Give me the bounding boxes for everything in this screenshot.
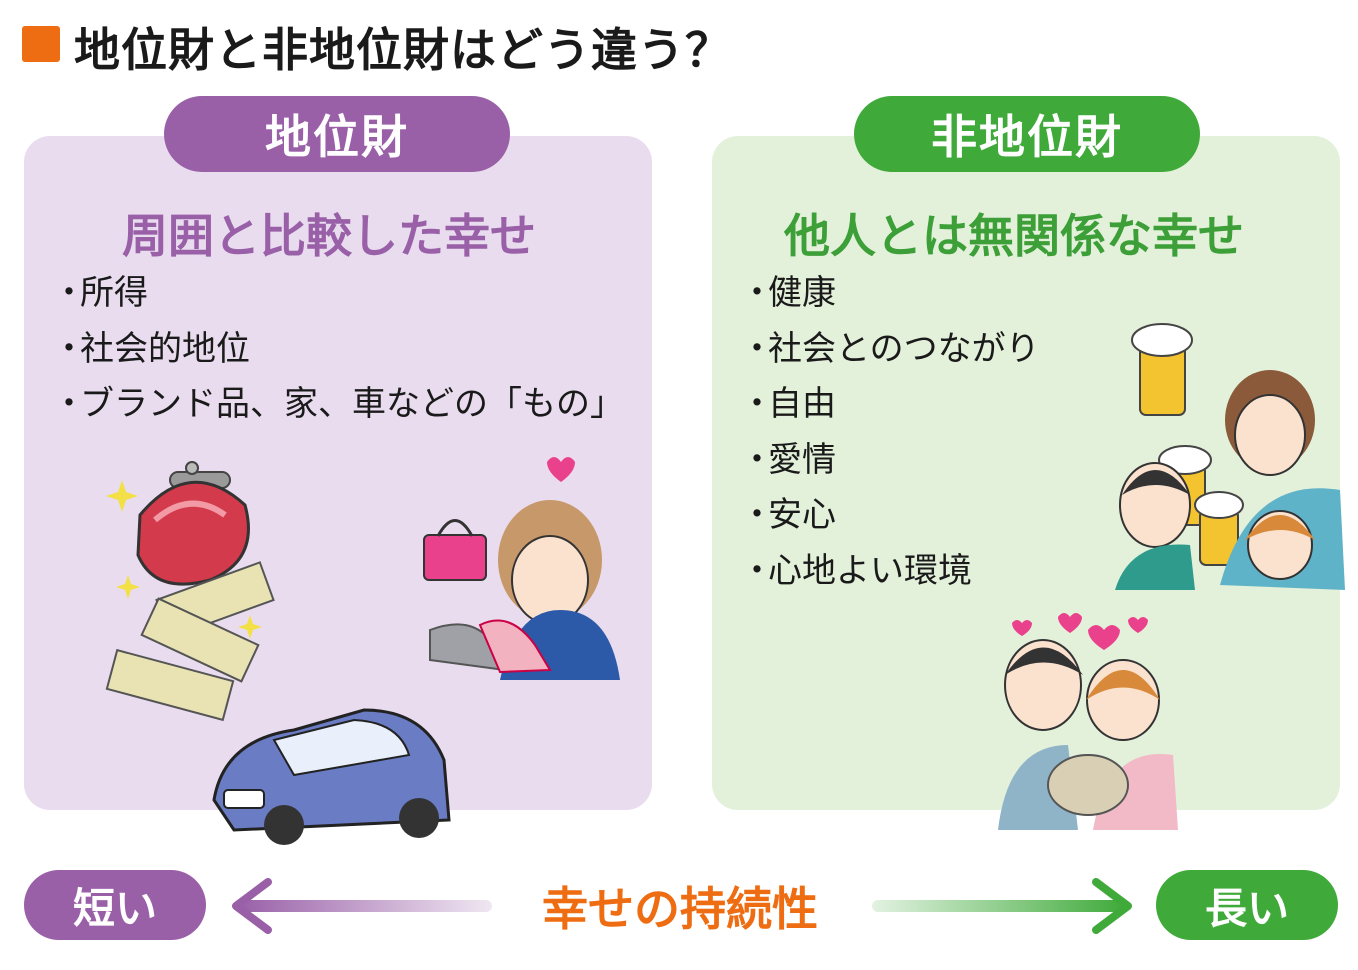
- friends-toasting-illustration: [1115, 323, 1345, 590]
- list-item: ・所得: [52, 273, 148, 313]
- positional-goods-panel: [24, 136, 652, 810]
- list-item: ・ブランド品、家、車などの「もの」: [52, 384, 624, 424]
- list-item: ・安心: [740, 495, 836, 535]
- list-item: ・心地よい環境: [740, 550, 972, 591]
- car-illustration: [212, 708, 451, 845]
- couple-with-dog-illustration: [998, 613, 1178, 830]
- long-label: 長い: [1156, 870, 1338, 940]
- heart-icon: [1058, 613, 1082, 633]
- non-positional-list: ・健康 ・社会とのつながり ・自由 ・愛情 ・安心 ・心地よい環境: [740, 266, 1040, 599]
- heart-icon: [547, 457, 575, 482]
- right-arrow-icon: [872, 878, 1132, 934]
- positional-goods-label: 地位財: [164, 96, 510, 172]
- shopping-woman-illustration: [423, 457, 620, 680]
- list-item: ・健康: [740, 273, 836, 313]
- page-title: 地位財と非地位財はどう違う？: [74, 23, 732, 77]
- left-arrow-icon: [232, 878, 492, 934]
- non-positional-subtitle: 他人とは無関係な幸せ: [784, 209, 1244, 263]
- list-item: ・自由: [740, 384, 836, 424]
- positional-subtitle: 周囲と比較した幸せ: [122, 209, 536, 263]
- list-item: ・社会的地位: [52, 328, 250, 369]
- non-positional-goods-label: 非地位財: [854, 96, 1200, 172]
- list-item: ・愛情: [740, 439, 836, 480]
- purse-money-illustration: [105, 461, 275, 722]
- list-item: ・社会とのつながり: [740, 328, 1040, 369]
- short-label: 短い: [24, 870, 206, 940]
- sparkle-icon: [106, 480, 138, 512]
- title-marker: [22, 26, 60, 62]
- positional-list: ・所得 ・社会的地位 ・ブランド品、家、車などの「もの」: [52, 266, 624, 433]
- happiness-sustainability-label: 幸せの持続性: [542, 882, 818, 936]
